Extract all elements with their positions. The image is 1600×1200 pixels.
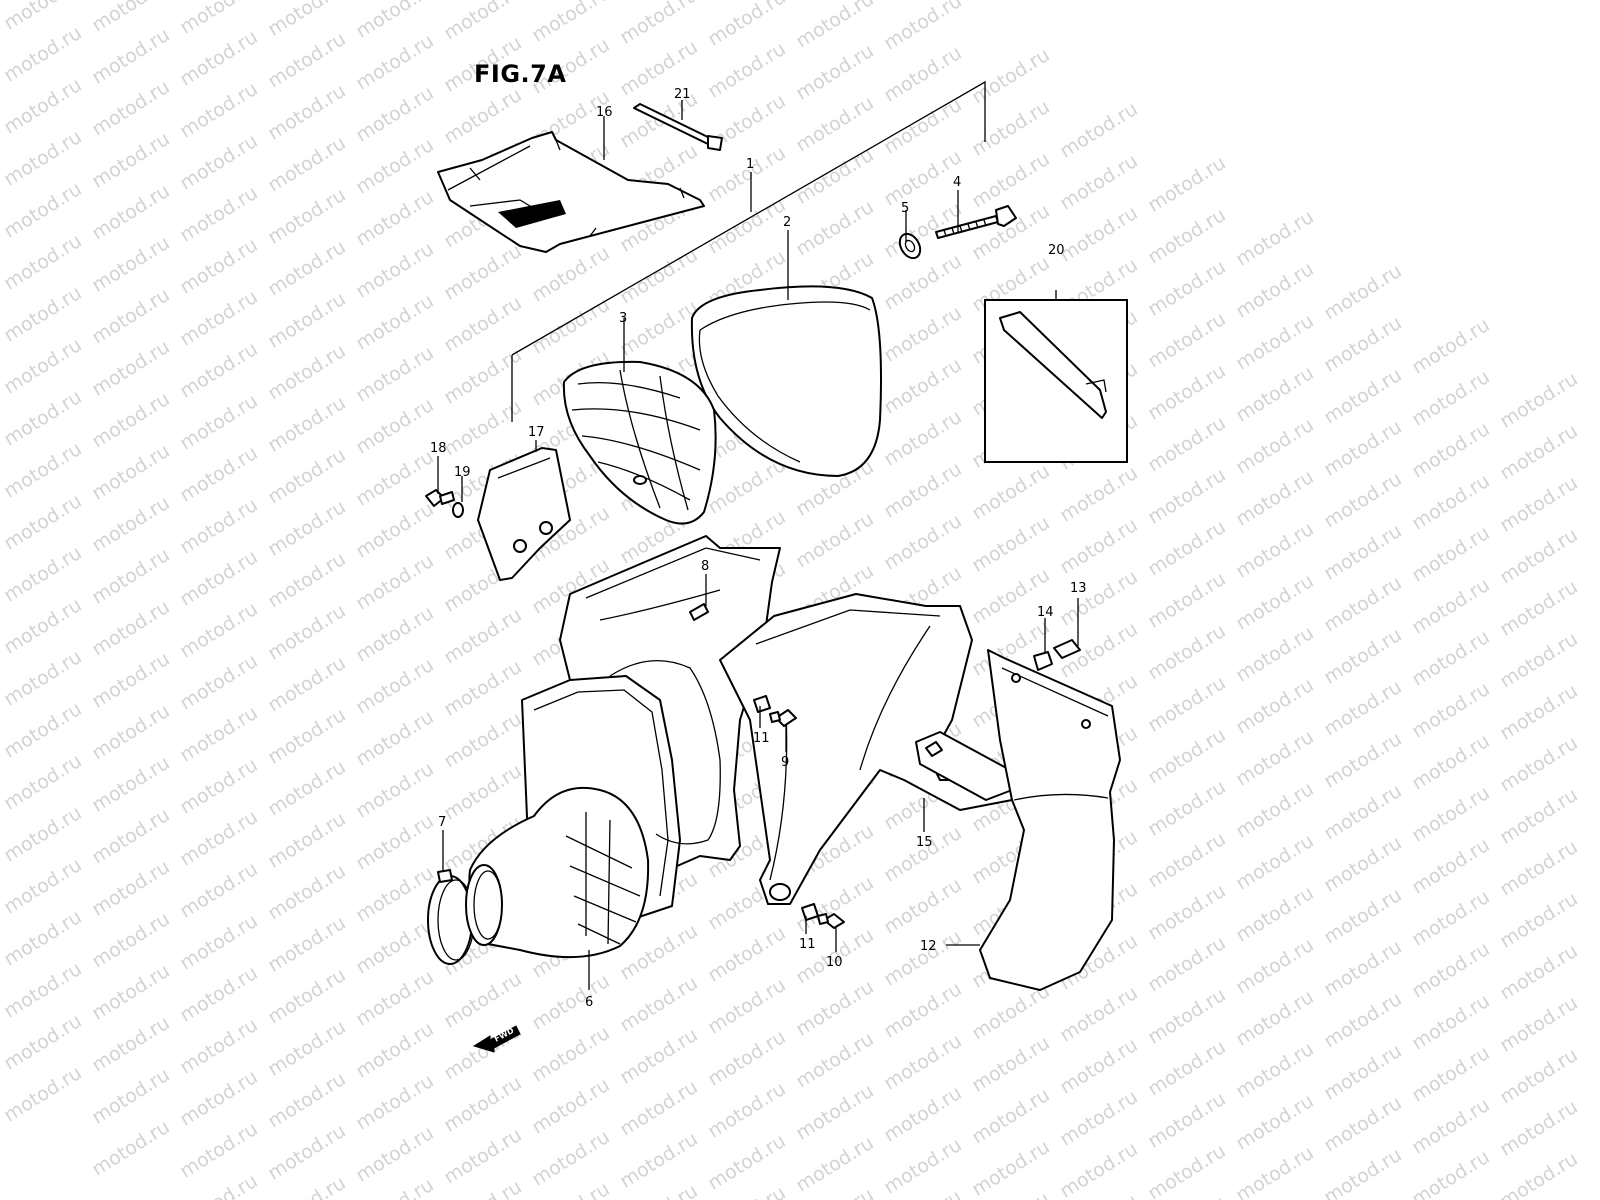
part-6-air-cleaner-case <box>468 535 781 959</box>
callout-2: 2 <box>783 215 791 230</box>
callout-3: 3 <box>619 311 627 326</box>
part-5-grommet <box>898 232 922 260</box>
callout-16: 16 <box>596 105 613 120</box>
part-11b-collar <box>801 903 819 921</box>
callout-11b: 11 <box>799 937 816 952</box>
part-12-rear-duct <box>979 649 1121 991</box>
part-15-bracket <box>719 593 1013 905</box>
figure-title: FIG.7A <box>474 60 567 88</box>
assembly-1-bracket <box>511 80 986 422</box>
callout-4: 4 <box>953 175 961 190</box>
part-19-washer <box>452 502 464 518</box>
part-8-bolt <box>689 603 709 621</box>
part-11a-collar <box>753 695 771 713</box>
callout-19: 19 <box>454 465 471 480</box>
part-4-wing-bolt <box>935 205 1017 239</box>
callout-13: 13 <box>1070 581 1087 596</box>
part-21-strap <box>633 103 723 151</box>
callout-8: 8 <box>701 559 709 574</box>
part-20-label-box <box>984 299 1128 463</box>
part-18-bolt <box>425 489 455 507</box>
callout-15: 15 <box>916 835 933 850</box>
part-7-clamp <box>427 864 503 965</box>
callout-20: 20 <box>1048 243 1065 258</box>
part-14-collar <box>1033 651 1053 671</box>
callout-1: 1 <box>746 157 754 172</box>
leader-lines <box>437 100 1079 990</box>
callout-21: 21 <box>674 87 691 102</box>
part-16-cover-plate <box>437 131 705 253</box>
part-10-bolt <box>817 913 845 929</box>
part-9-bolt <box>769 709 797 727</box>
callout-10: 10 <box>826 955 843 970</box>
callout-12: 12 <box>920 939 937 954</box>
callout-6: 6 <box>585 995 593 1010</box>
callout-5: 5 <box>901 201 909 216</box>
callout-11a: 11 <box>753 731 770 746</box>
part-2-air-filter-element <box>690 285 882 477</box>
part-17-shield <box>477 447 571 581</box>
part-13-bolt <box>1053 639 1081 659</box>
callout-14: 14 <box>1037 605 1054 620</box>
fwd-arrow-icon: FWD <box>472 1025 521 1053</box>
callouts: 1 2 3 4 5 6 7 8 9 10 11 11 12 13 14 15 1… <box>430 87 1087 1010</box>
part-3-filter-cage <box>562 360 717 525</box>
callout-9: 9 <box>781 755 789 770</box>
callout-7: 7 <box>438 815 446 830</box>
callout-17: 17 <box>528 425 545 440</box>
callout-18: 18 <box>430 441 447 456</box>
